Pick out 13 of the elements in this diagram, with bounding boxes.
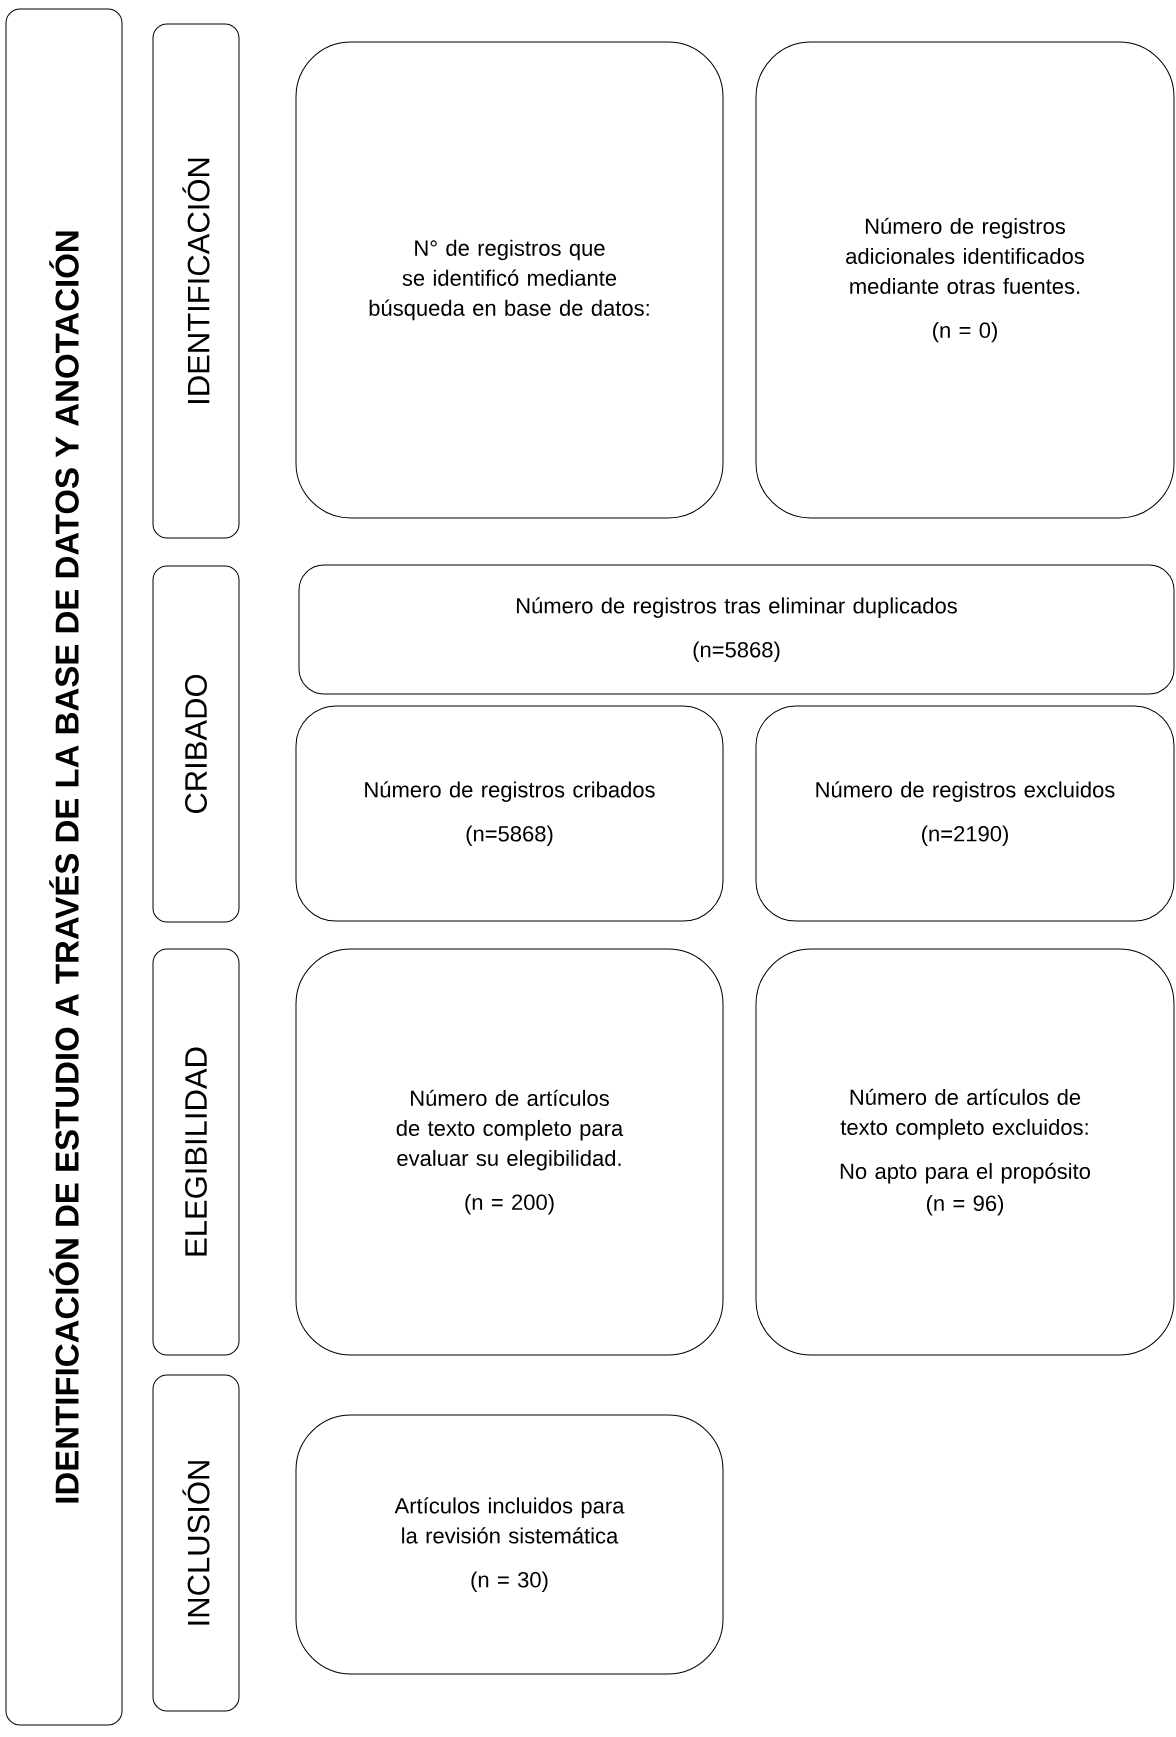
- process-box: Número de registros cribados (n=5868): [295, 705, 724, 922]
- process-box: Número de registros adicionales identificados mediante otras fuentes. (n = 0): [755, 41, 1175, 519]
- process-box: Número de registros excluidos (n=2190): [755, 705, 1175, 922]
- process-box: N° de registros que se identificó mediante búsqueda en base de datos:: [295, 41, 724, 519]
- stage-box: IDENTIFICACIÓN: [152, 23, 240, 539]
- title-box: IDENTIFICACIÓN DE ESTUDIO A TRAVÉS DE LA BASE DE DATOS Y ANOTACIÓN: [5, 8, 123, 1726]
- stage-box: ELEGIBILIDAD: [152, 948, 240, 1356]
- process-box: Número de artículos de texto completo para evaluar su elegibilidad. (n = 200): [295, 948, 724, 1356]
- process-box: Número de artículos de texto completo excluidos: No apto para el propósito (n = 96): [755, 948, 1175, 1356]
- process-box: Artículos incluidos para la revisión sistemática (n = 30): [295, 1414, 724, 1675]
- process-box: Número de registros tras eliminar duplicados (n=5868): [298, 564, 1175, 695]
- stage-box: INCLUSIÓN: [152, 1374, 240, 1712]
- stage-box: CRIBADO: [152, 565, 240, 923]
